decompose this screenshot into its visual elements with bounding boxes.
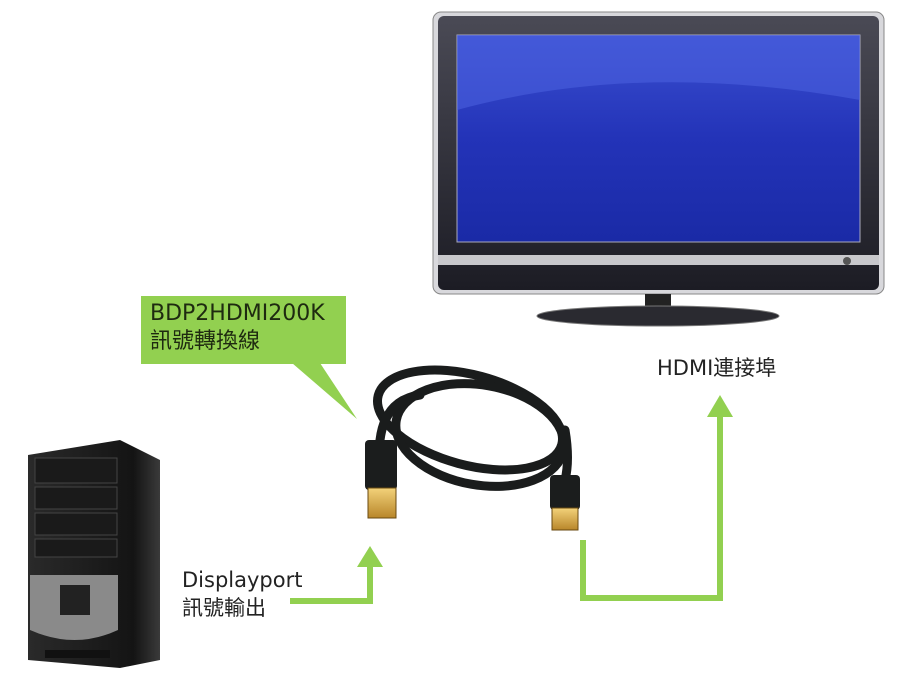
callout-text: BDP2HDMI200K 訊號轉換線 [150, 300, 325, 356]
product-model: BDP2HDMI200K [150, 301, 325, 326]
signal-output-label: 訊號輸出 [182, 596, 266, 620]
displayport-label: Displayport [182, 568, 303, 592]
hdmi-input-arrow [580, 395, 733, 601]
dp-to-hdmi-cable [373, 365, 572, 491]
callout-bubble [141, 296, 357, 419]
displayport-output-arrow [290, 546, 383, 604]
tv-monitor [432, 11, 885, 327]
product-description: 訊號轉換線 [150, 329, 261, 354]
pc-tower [28, 440, 160, 668]
power-button-icon [843, 257, 851, 265]
displayport-connector [365, 440, 397, 519]
hdmi-port-label: HDMI連接埠 [657, 356, 777, 380]
hdmi-connector [550, 475, 580, 531]
